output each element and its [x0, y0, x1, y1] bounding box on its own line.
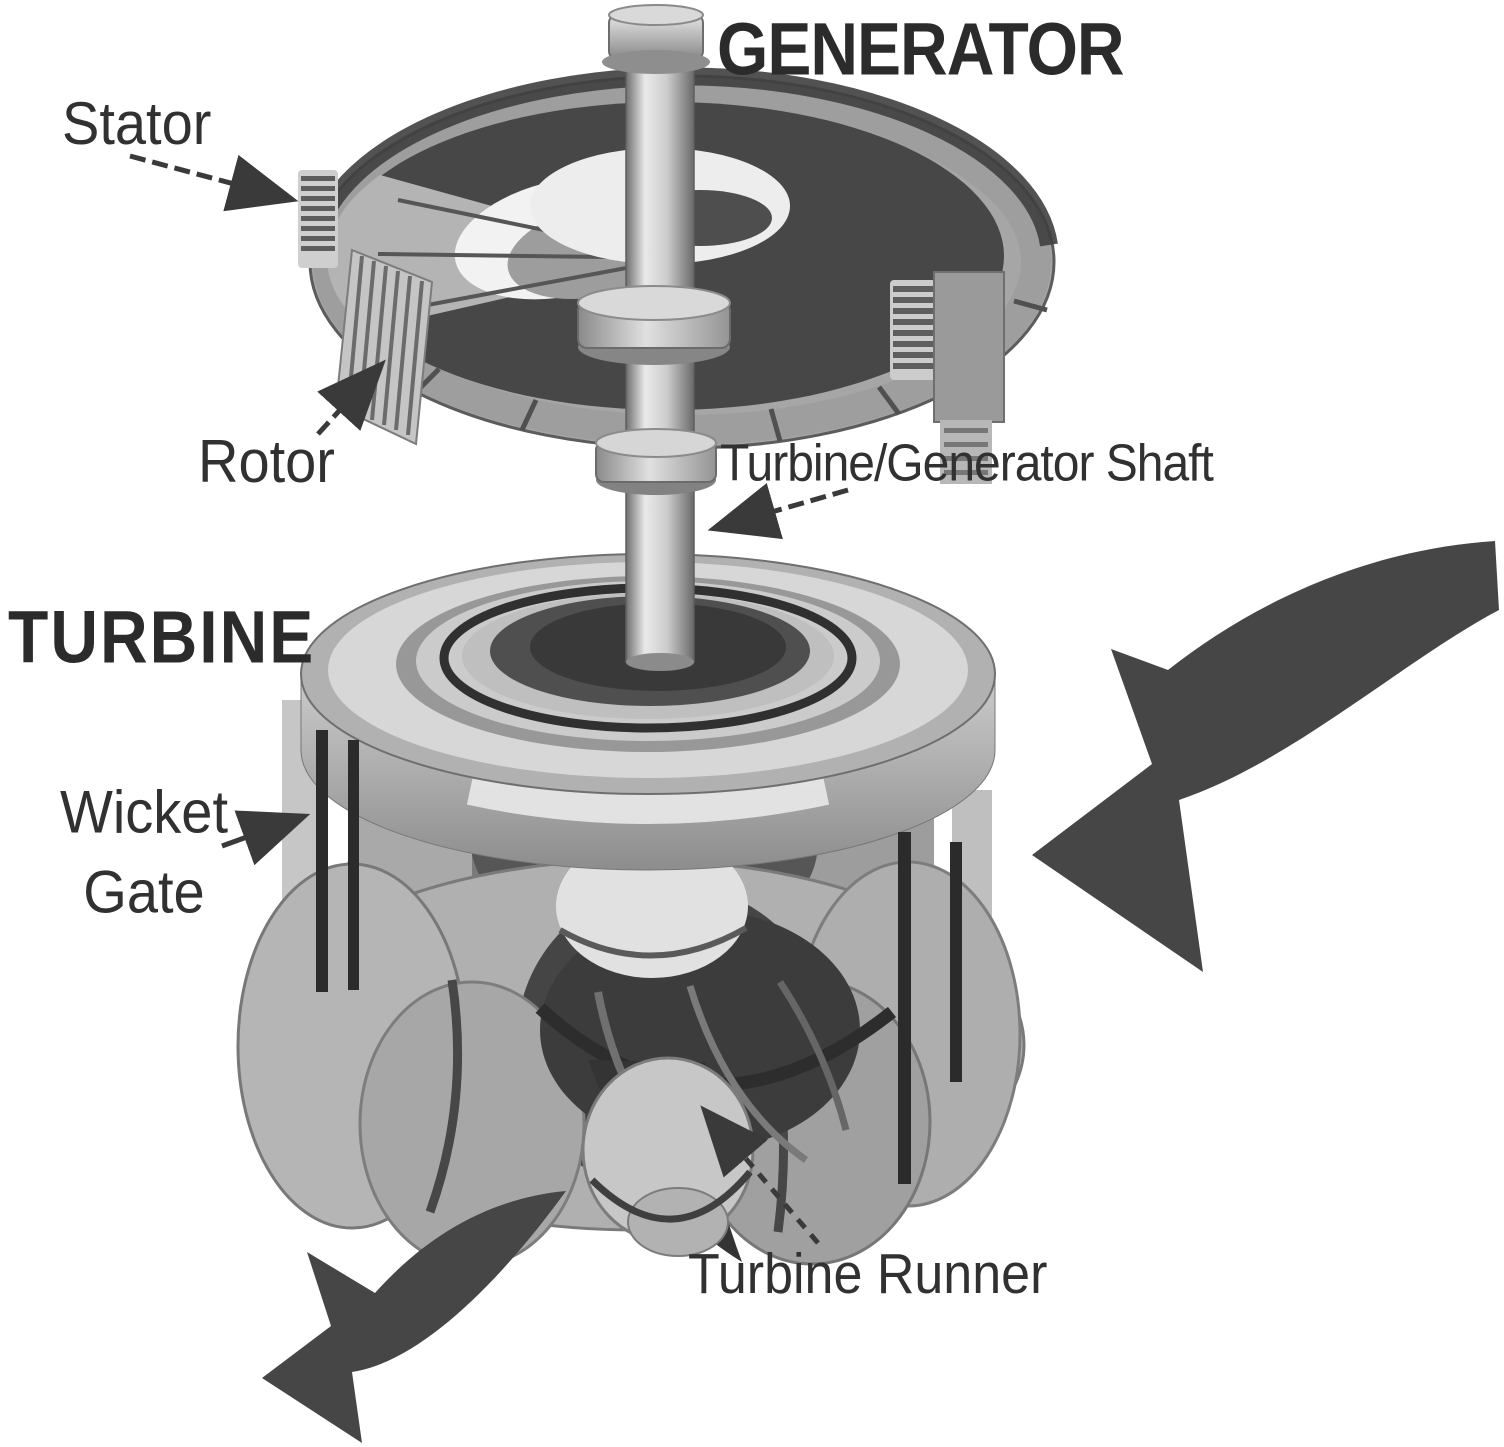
- shaft-pointer-arrow: [707, 483, 849, 540]
- turbine-generator-shaft-cylinder: [625, 59, 695, 671]
- stator-pointer-arrow: [129, 153, 299, 212]
- turbine-section-title: TURBINE: [8, 595, 316, 678]
- shaft-bolt-cap: [602, 4, 710, 74]
- shaft-flange-upper: [577, 285, 731, 365]
- generator-section-title: GENERATOR: [717, 7, 1125, 90]
- shaft-flange-lower: [595, 428, 717, 495]
- generator-assembly: [298, 67, 1058, 484]
- wicket-gate-blades-left: [316, 730, 359, 992]
- stator-laminations-right: [890, 271, 1005, 484]
- wicket-gate-label-line1: Wicket: [60, 777, 228, 846]
- stator-laminations-left: [298, 170, 338, 268]
- rotor-pointer-arrow: [316, 359, 386, 436]
- turbine-generator-shaft-label: Turbine/Generator Shaft: [720, 435, 1214, 493]
- wicket-gate-label-line2: Gate: [83, 857, 205, 926]
- water-inflow-arrow: [1032, 541, 1499, 972]
- water-outflow-arrow: [262, 1191, 566, 1443]
- rotor-label: Rotor: [198, 427, 335, 496]
- turbine-runner-pointer-arrow: [700, 1105, 820, 1245]
- runner-head-cover-dome: [556, 834, 748, 978]
- wicket-gate-pointer-arrow: [221, 810, 311, 866]
- runner-nose-cone: [581, 1056, 755, 1257]
- wicket-gate-label: Wicket Gate: [28, 772, 260, 932]
- rotor-laminations: [334, 248, 434, 446]
- wicket-gate-blades-right: [898, 832, 962, 1184]
- stator-label: Stator: [62, 89, 212, 158]
- turbine-runner-label: Turbine Runner: [688, 1243, 1048, 1306]
